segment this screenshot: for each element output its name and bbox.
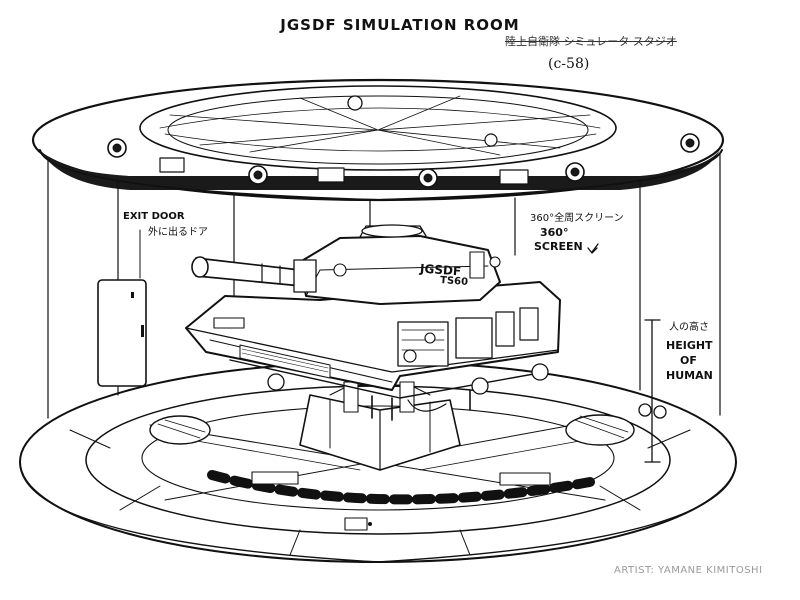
human-height-label-jp: 人の高さ [669, 322, 709, 333]
height-marker [644, 319, 661, 463]
reference-code: (c-58) [548, 56, 590, 72]
screen-label: SCREEN [534, 240, 583, 253]
exit-door-label-jp: 外に出るドア [148, 227, 208, 238]
human-height-label-line2: OF [680, 354, 697, 367]
tank-simulator [185, 224, 561, 421]
human-height-label-line3: HUMAN [666, 369, 713, 382]
tank-marking-line2: TS60 [439, 275, 469, 288]
motion-base [299, 381, 461, 471]
floor-platform [19, 361, 737, 563]
ceiling-ring [31, 78, 725, 202]
screen-label-jp: 360°全周スクリーン [530, 213, 624, 224]
human-height-label-line1: HEIGHT [666, 339, 713, 352]
exit-door [97, 229, 147, 387]
exit-door-label: EXIT DOOR [123, 211, 185, 222]
artist-credit: ARTIST: YAMANE KIMITOSHI [614, 565, 763, 576]
page-title: JGSDF SIMULATION ROOM [280, 16, 520, 34]
screen-degrees-label: 360° [540, 226, 569, 239]
screen-pointer [587, 243, 599, 254]
strikethrough-note: 陸上自衛隊 シミュレータ スタジオ [505, 35, 677, 48]
